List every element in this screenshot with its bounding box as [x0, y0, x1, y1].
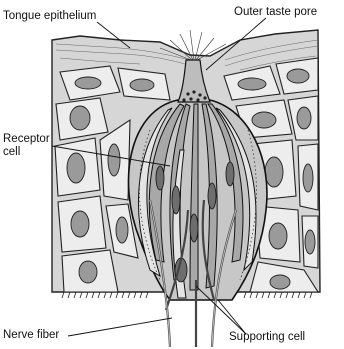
supporting-cell-label: Supporting cell [229, 331, 305, 344]
outer-taste-pore-label: Outer taste pore [234, 6, 317, 19]
tongue-epithelium-label: Tongue epithelium [3, 10, 96, 23]
receptor-cell-label: Receptor cell [3, 133, 55, 159]
nerve-fiber-label: Nerve fiber [3, 329, 59, 342]
